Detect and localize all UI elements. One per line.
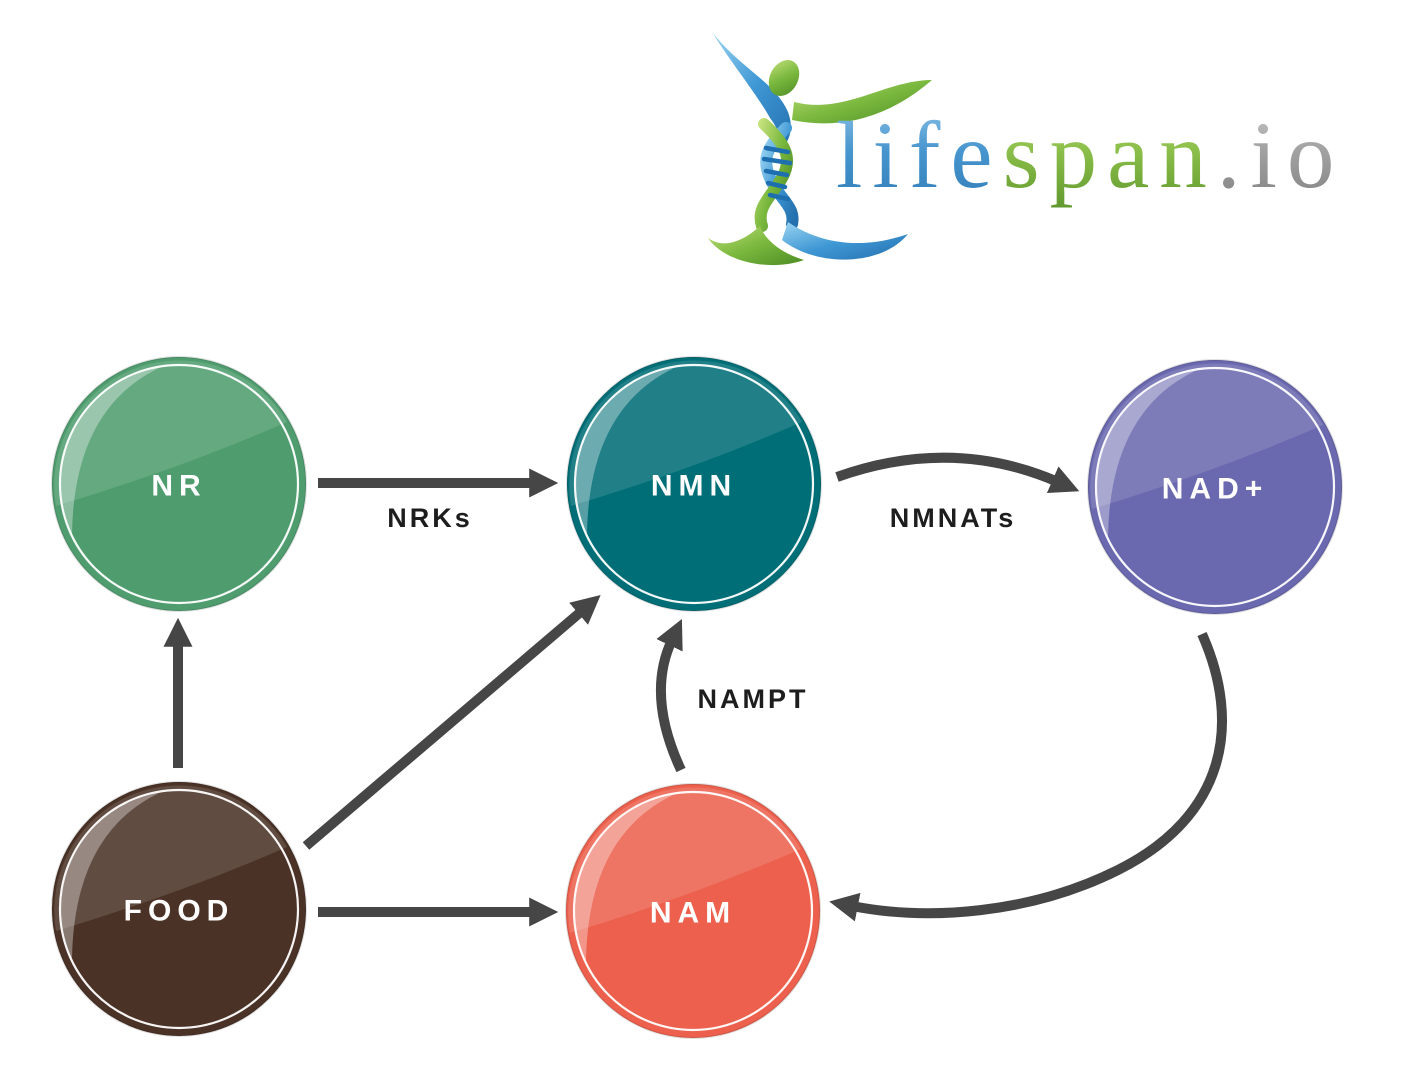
edge-label-nrks: NRKs: [387, 503, 473, 533]
node-nr-ring: [58, 363, 300, 605]
dna-blue-strand: [760, 122, 799, 230]
edge-label-nampt: NAMPT: [698, 684, 809, 714]
arrow-food-to-nmn: [302, 594, 601, 850]
edge-label-nmnats: NMNATs: [890, 503, 1017, 533]
node-nmn: NMN: [566, 356, 822, 612]
dna-green-strand: [754, 118, 794, 232]
logo-wordmark: lifespan.io: [836, 108, 1344, 203]
node-nr: NR: [51, 356, 307, 612]
arrow-nmn-to-nad: [835, 452, 1080, 493]
logo-text-io: .io: [1216, 102, 1345, 208]
dna-head-leaf: [768, 59, 800, 97]
node-nam: NAM: [565, 783, 821, 1039]
node-food-ring: [58, 788, 300, 1030]
node-nad-label: NAD+: [1162, 473, 1269, 506]
dna-ladder-rungs: [761, 145, 793, 202]
node-nad-ring: [1094, 366, 1336, 608]
dna-green-bottom-ribbon: [708, 226, 804, 266]
node-nam-ring: [572, 790, 814, 1032]
logo-text-span: span: [1002, 102, 1217, 208]
dna-blue-bottom-ribbon: [782, 222, 908, 260]
node-nad: NAD+: [1087, 359, 1343, 615]
dna-green-arm-ribbon: [792, 80, 932, 124]
node-food-label: FOOD: [124, 895, 235, 928]
lifespan-logo: lifespan.io: [700, 20, 1400, 280]
node-nr-label: NR: [151, 470, 206, 503]
node-food: FOOD: [51, 781, 307, 1037]
node-nmn-label: NMN: [651, 470, 737, 503]
arrow-nad-to-nam: [829, 631, 1227, 922]
logo-text-life: life: [836, 102, 1003, 208]
node-nam-label: NAM: [650, 897, 736, 930]
arrow-nam-to-nmn: [655, 619, 686, 773]
node-nmn-ring: [573, 363, 815, 605]
dna-figure-icon: [708, 32, 932, 266]
